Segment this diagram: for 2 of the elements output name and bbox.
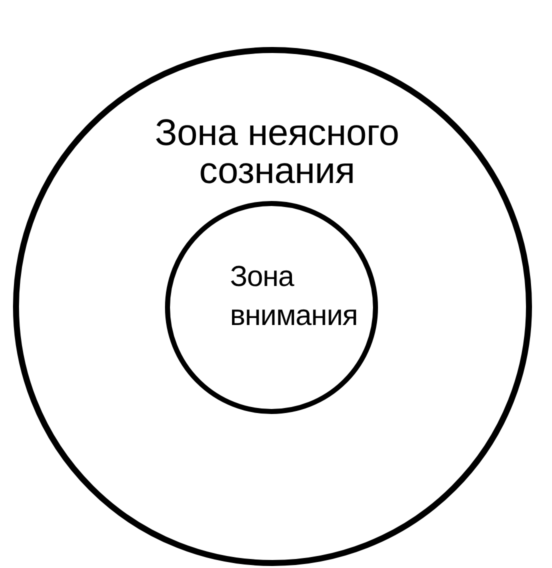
zone-label: Зона внимания xyxy=(230,260,358,334)
zone-label: Зона неясного сознания xyxy=(154,114,400,190)
